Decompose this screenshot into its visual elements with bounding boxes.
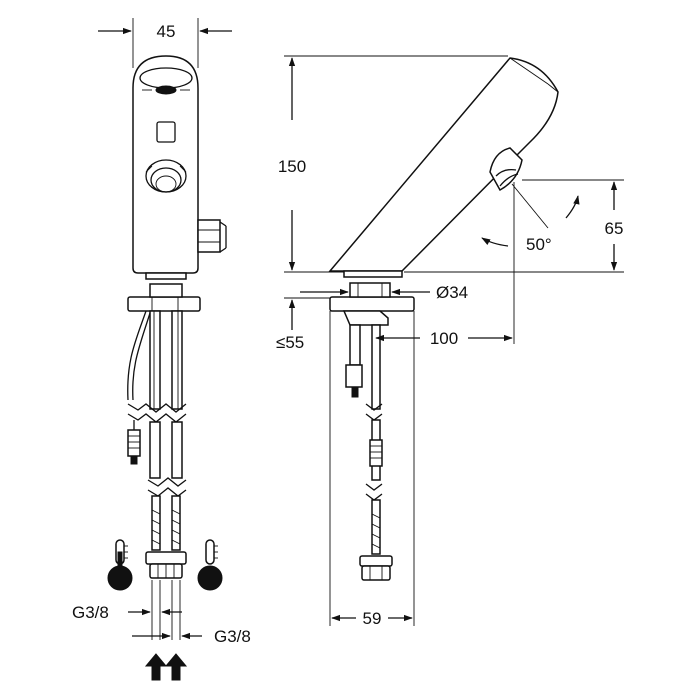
dim-depth: ≤55 — [276, 333, 304, 352]
front-view: 45 — [72, 18, 251, 681]
dim-diameter: Ø34 — [436, 283, 468, 302]
dim-width-top: 45 — [157, 22, 176, 41]
hot-water-thermometer-icon — [107, 539, 133, 591]
spout-outlet — [489, 147, 523, 192]
inlet-arrow-icon — [144, 653, 188, 681]
dim-height-sensor: 65 — [605, 219, 624, 238]
sensor-lens-icon — [155, 85, 177, 95]
aerator-icon — [145, 159, 187, 193]
faucet-body-front — [132, 55, 199, 274]
dim-reach: 100 — [430, 329, 458, 348]
dim-base-width: 59 — [363, 609, 382, 628]
sensor-window — [156, 121, 176, 143]
cold-water-thermometer-icon — [197, 539, 223, 591]
side-connector — [197, 219, 221, 253]
dim-thread-right: G3/8 — [214, 627, 251, 646]
faucet-body-side — [328, 57, 559, 272]
dim-height: 150 — [278, 157, 306, 176]
cable-plug-icon — [127, 420, 141, 465]
dim-angle: 50° — [526, 235, 552, 254]
side-view: 150 65 50° 100 Ø34 ≤55 59 — [276, 55, 624, 628]
dim-thread-left: G3/8 — [72, 603, 109, 622]
cable-plug-side-icon — [369, 439, 383, 467]
